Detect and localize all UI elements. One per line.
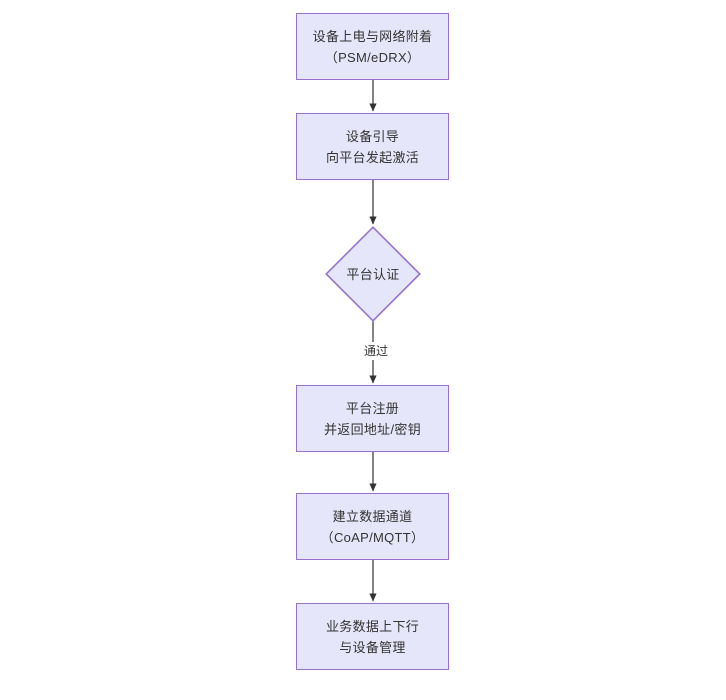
diamond-shape-icon xyxy=(325,226,421,322)
node-line: 平台认证 xyxy=(346,266,400,282)
node-line: 业务数据上下行 xyxy=(325,618,420,634)
node-platform-register[interactable]: 平台注册 并返回地址/密钥 xyxy=(296,385,449,452)
edge-label-pass: 通过 xyxy=(349,342,403,360)
node-line: 平台注册 xyxy=(345,400,400,416)
node-device-power-on[interactable]: 设备上电与网络附着 （PSM/eDRX） xyxy=(296,13,449,80)
node-data-channel[interactable]: 建立数据通道 （CoAP/MQTT） xyxy=(296,493,449,560)
node-line: 建立数据通道 xyxy=(332,508,413,524)
node-line: （PSM/eDRX） xyxy=(324,49,421,65)
node-device-bootstrap[interactable]: 设备引导 向平台发起激活 xyxy=(296,113,449,180)
node-line: 向平台发起激活 xyxy=(325,149,420,165)
node-platform-auth-decision[interactable]: 平台认证 xyxy=(325,226,421,322)
node-line: （CoAP/MQTT） xyxy=(320,529,425,545)
node-line: 并返回地址/密钥 xyxy=(323,421,421,437)
node-service-data[interactable]: 业务数据上下行 与设备管理 xyxy=(296,603,449,670)
node-line: 与设备管理 xyxy=(339,639,406,655)
node-line: 设备引导 xyxy=(345,128,400,144)
node-line: 设备上电与网络附着 xyxy=(312,28,433,44)
